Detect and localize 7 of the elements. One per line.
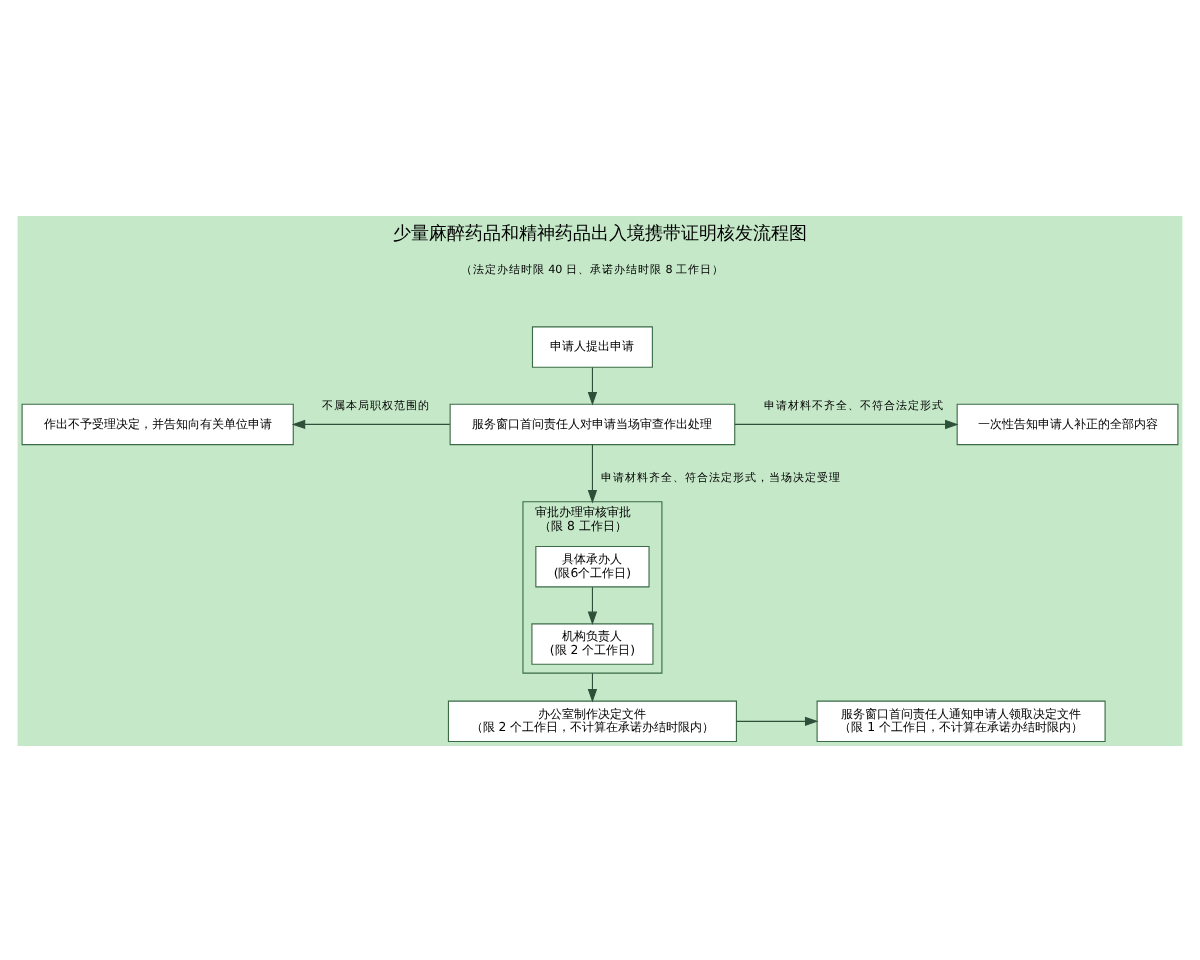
arrow xyxy=(734,418,959,429)
arrow xyxy=(735,715,819,726)
arrow xyxy=(587,443,598,503)
arrow xyxy=(587,585,598,625)
arrow xyxy=(291,418,451,429)
diagram-title: 少量麻醉药品和精神药品出入境携带证明核发流程图 xyxy=(393,224,807,245)
arrow xyxy=(587,366,598,405)
